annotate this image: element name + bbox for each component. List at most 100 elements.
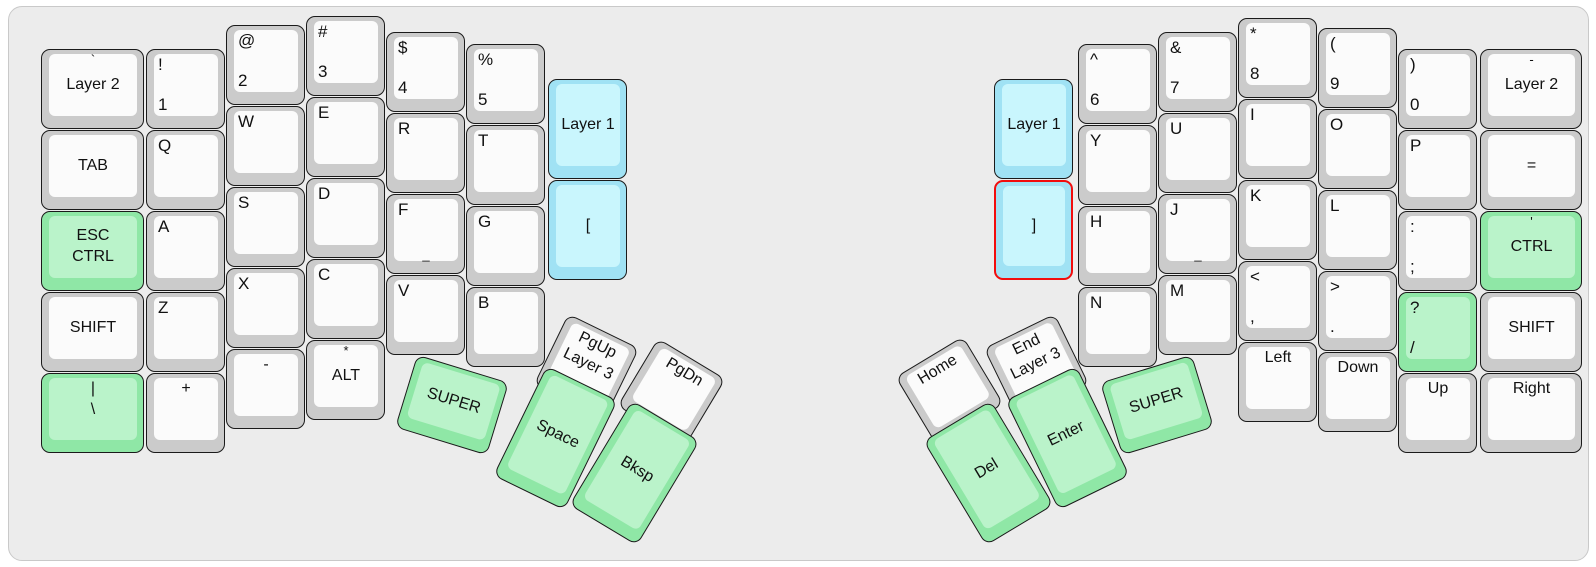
key-legend-group: SHIFT xyxy=(49,297,137,359)
key-r[interactable]: R xyxy=(386,113,465,193)
key-legend: Y xyxy=(1090,131,1102,150)
key-legend-group: SUPER xyxy=(1109,361,1203,440)
keycap-face: *ALT xyxy=(314,343,378,407)
key-n[interactable]: N xyxy=(1078,287,1157,367)
key-0[interactable]: )0 xyxy=(1398,49,1477,129)
key-m[interactable]: M xyxy=(1158,275,1237,355)
key-9[interactable]: (9 xyxy=(1318,28,1397,108)
key-d[interactable]: D xyxy=(306,178,385,258)
key-pipe-backslash[interactable]: |\ xyxy=(41,373,144,453)
key-legend-shifted: - xyxy=(1529,52,1534,67)
key-quote-ctrl[interactable]: 'CTRL xyxy=(1480,211,1582,291)
key-l[interactable]: L xyxy=(1318,190,1397,270)
key-7[interactable]: &7 xyxy=(1158,32,1237,112)
keycap-face: - Layer 2 xyxy=(1488,52,1575,116)
key-legend-shifted: ) xyxy=(1410,55,1416,74)
key-v[interactable]: V xyxy=(386,275,465,355)
key-2[interactable]: @2 xyxy=(226,25,305,105)
keycap-face: Q xyxy=(154,135,218,197)
key-4[interactable]: $4 xyxy=(386,32,465,112)
key-k[interactable]: K xyxy=(1238,180,1317,260)
key-i[interactable]: I xyxy=(1238,99,1317,179)
key-g[interactable]: G xyxy=(466,206,545,286)
key-5[interactable]: %5 xyxy=(466,44,545,124)
key-legend-line: Right xyxy=(1512,380,1551,397)
key-3[interactable]: #3 xyxy=(306,16,385,96)
key-legend: 1 xyxy=(158,95,168,115)
key-lbracket[interactable]: [ xyxy=(548,180,627,280)
key-left[interactable]: Left xyxy=(1238,342,1317,422)
key-tab[interactable]: TAB xyxy=(41,130,144,210)
key-t[interactable]: T xyxy=(466,125,545,205)
key-up[interactable]: Up xyxy=(1398,373,1477,453)
key-o[interactable]: O xyxy=(1318,109,1397,189)
key-f[interactable]: F_ xyxy=(386,194,465,274)
key-layer1-left[interactable]: Layer 1 xyxy=(548,79,627,179)
key-u[interactable]: U xyxy=(1158,113,1237,193)
key-legend-group: Layer 2 xyxy=(49,54,137,116)
key-s[interactable]: S xyxy=(226,187,305,267)
key-legend-shifted: > xyxy=(1330,277,1340,296)
key-grave-layer2[interactable]: `Layer 2 xyxy=(41,49,144,129)
key-down[interactable]: Down xyxy=(1318,352,1397,432)
keycap-face: B xyxy=(474,292,538,354)
key-1[interactable]: !1 xyxy=(146,49,225,129)
key-legend-line: ] xyxy=(1031,216,1037,234)
key-semicolon[interactable]: :; xyxy=(1398,211,1477,291)
key-y[interactable]: Y xyxy=(1078,125,1157,205)
keycap-face: D xyxy=(314,183,378,245)
key-legend-line: ESC xyxy=(76,227,110,245)
key-shift-left[interactable]: SHIFT xyxy=(41,292,144,372)
key-minus-layer2[interactable]: - Layer 2 xyxy=(1480,49,1582,129)
key-q[interactable]: Q xyxy=(146,130,225,210)
key-legend-group: Down xyxy=(1326,357,1390,419)
key-c[interactable]: C xyxy=(306,259,385,339)
key-w[interactable]: W xyxy=(226,106,305,186)
key-comma[interactable]: <, xyxy=(1238,261,1317,341)
key-x[interactable]: X xyxy=(226,268,305,348)
keycap-face: W xyxy=(234,111,298,173)
keycap-face: V xyxy=(394,280,458,342)
keycap-face: TAB xyxy=(49,135,137,197)
key-legend: P xyxy=(1410,136,1422,155)
key-legend-shifted: % xyxy=(478,50,494,69)
key-layer1-right[interactable]: Layer 1 xyxy=(994,79,1073,179)
key-equals[interactable]: = xyxy=(1480,130,1582,210)
key-p[interactable]: P xyxy=(1398,130,1477,210)
keycap-face: Left xyxy=(1246,347,1310,409)
key-legend-shifted: ! xyxy=(158,55,163,74)
key-6[interactable]: ^6 xyxy=(1078,44,1157,124)
key-star-alt[interactable]: *ALT xyxy=(306,340,385,420)
key-legend-line: [ xyxy=(585,216,591,234)
key-legend: E xyxy=(318,103,330,122)
keycap-face: L xyxy=(1326,195,1390,257)
key-minus-left[interactable]: - xyxy=(226,349,305,429)
key-legend-line: Home xyxy=(914,351,961,388)
key-right[interactable]: Right xyxy=(1480,373,1582,453)
key-8[interactable]: *8 xyxy=(1238,18,1317,98)
key-super-left[interactable]: SUPER xyxy=(394,354,510,456)
key-slash[interactable]: ?/ xyxy=(1398,292,1477,372)
keycap-face: )0 xyxy=(1406,54,1470,116)
key-period[interactable]: >. xyxy=(1318,271,1397,351)
key-e[interactable]: E xyxy=(306,97,385,177)
keycap-face: SUPER xyxy=(1109,361,1204,441)
key-legend-line: CTRL xyxy=(72,248,114,265)
key-b[interactable]: B xyxy=(466,287,545,367)
key-h[interactable]: H xyxy=(1078,206,1157,286)
key-rbracket[interactable]: ] xyxy=(994,180,1073,280)
key-legend: , xyxy=(1250,307,1255,327)
key-esc-ctrl[interactable]: ESC CTRL xyxy=(41,211,144,291)
key-j[interactable]: J_ xyxy=(1158,194,1237,274)
keycap-face: #3 xyxy=(314,21,378,83)
key-legend-line: Layer 2 xyxy=(1504,75,1559,93)
key-legend: I xyxy=(1250,105,1255,124)
key-a[interactable]: A xyxy=(146,211,225,291)
key-legend-shifted: < xyxy=(1250,267,1260,286)
key-shift-right[interactable]: SHIFT xyxy=(1480,292,1582,372)
key-z[interactable]: Z xyxy=(146,292,225,372)
key-plus[interactable]: + xyxy=(146,373,225,453)
key-super-right[interactable]: SUPER xyxy=(1099,354,1215,456)
keycap-face: ESC CTRL xyxy=(49,216,137,278)
keycap-face: SHIFT xyxy=(1488,297,1575,359)
